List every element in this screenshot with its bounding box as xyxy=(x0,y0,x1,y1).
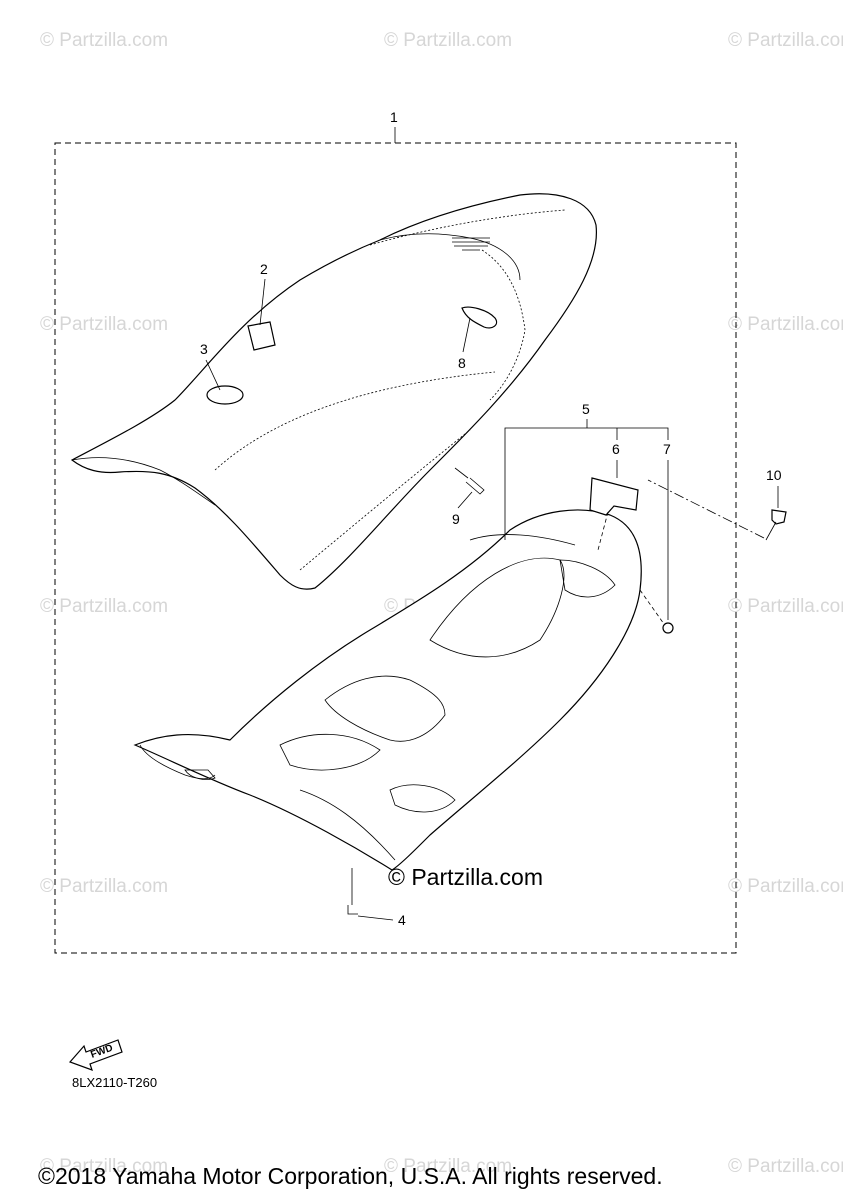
leader-9 xyxy=(457,491,473,509)
seat-stitch-diag xyxy=(214,371,496,471)
part-10-bolt xyxy=(771,509,787,525)
seat-base-inner-3 xyxy=(469,534,576,546)
callout-9[interactable]: 9 xyxy=(452,511,460,527)
leader-3 xyxy=(205,359,221,391)
callout-1[interactable]: 1 xyxy=(390,109,398,125)
seat-stitch-low xyxy=(299,429,471,571)
leader-10-dash xyxy=(647,479,765,539)
part-2-tab xyxy=(247,321,276,351)
fwd-arrow-icon: FWD xyxy=(68,1039,123,1071)
leader-7-dash xyxy=(639,589,665,625)
callout-6[interactable]: 6 xyxy=(612,441,620,457)
part-4-hook xyxy=(347,905,358,915)
part-3-pad xyxy=(206,385,244,405)
watermark: © Partzilla.com xyxy=(728,596,843,617)
assembly-boundary xyxy=(54,142,737,954)
seat-base-outline xyxy=(133,509,642,871)
diagram-code: 8LX2110-T260 xyxy=(72,1075,157,1090)
seat-base-inner-2 xyxy=(324,675,446,742)
seat-stitch-side xyxy=(481,249,526,401)
leader-8 xyxy=(462,317,471,353)
callout-2[interactable]: 2 xyxy=(260,261,268,277)
callout-3[interactable]: 3 xyxy=(200,341,208,357)
part-9-pin xyxy=(465,477,485,495)
watermark: © Partzilla.com xyxy=(40,596,168,617)
watermark: © Partzilla.com xyxy=(40,876,168,897)
callout-4[interactable]: 4 xyxy=(398,912,406,928)
callout-7[interactable]: 7 xyxy=(663,441,671,457)
seat-base-inner-1 xyxy=(429,557,565,658)
part-7-nut xyxy=(662,622,674,634)
watermark: © Partzilla.com xyxy=(728,30,843,51)
watermark: © Partzilla.com xyxy=(40,314,168,335)
seat-assembly xyxy=(70,193,598,590)
part-8-strap xyxy=(461,306,498,329)
watermark-center: © Partzilla.com xyxy=(388,864,543,890)
seat-base-inner-7 xyxy=(559,559,616,598)
callout-10[interactable]: 10 xyxy=(766,467,782,483)
seat-base-inner-4 xyxy=(279,733,381,771)
seat-base-assembly xyxy=(133,509,642,871)
watermark: © Partzilla.com xyxy=(728,314,843,335)
watermark: © Partzilla.com xyxy=(40,1156,168,1177)
part-6-plate xyxy=(589,477,639,516)
logo-mark-icon xyxy=(452,237,490,251)
seat-base-inner-5 xyxy=(299,789,396,861)
seat-outline xyxy=(70,193,598,590)
bracket-5 xyxy=(504,427,669,540)
watermark: © Partzilla.com xyxy=(728,876,843,897)
seat-base-front xyxy=(139,744,216,780)
watermark: © Partzilla.com xyxy=(728,1156,843,1177)
leader-9-top xyxy=(454,467,469,479)
leader-2 xyxy=(259,278,266,326)
seat-base-nose xyxy=(184,769,216,780)
leader-4 xyxy=(357,915,394,921)
bolt-shank xyxy=(765,521,777,541)
watermark: © Partzilla.com xyxy=(384,30,512,51)
watermark: © Partzilla.com xyxy=(40,30,168,51)
watermark: © Partzilla.com xyxy=(384,1156,512,1177)
seat-front-lip xyxy=(71,457,216,506)
seat-base-inner-6 xyxy=(389,784,456,813)
copyright-notice: ©2018 Yamaha Motor Corporation, U.S.A. A… xyxy=(38,1163,663,1189)
callout-5[interactable]: 5 xyxy=(582,401,590,417)
callout-8[interactable]: 8 xyxy=(458,355,466,371)
